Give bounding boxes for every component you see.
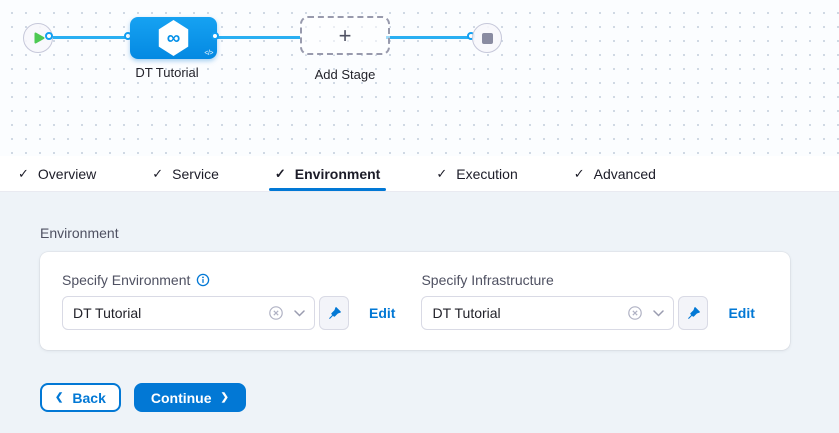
connector-line xyxy=(51,36,130,39)
check-icon: ✓ xyxy=(573,165,585,181)
infinity-glyph: ∞ xyxy=(166,27,181,49)
check-icon: ✓ xyxy=(274,165,286,181)
environment-card: Specify Environment DT Tutorial xyxy=(40,252,790,350)
tab-overview[interactable]: ✓ Overview xyxy=(12,156,102,191)
stop-icon xyxy=(481,32,493,44)
environment-tab-panel: Environment Specify Environment DT Tutor… xyxy=(0,192,839,433)
tab-label: Environment xyxy=(294,165,381,182)
add-stage-label: Add Stage xyxy=(314,67,376,82)
chevron-right-icon: ❯ xyxy=(220,391,229,403)
field-group-infrastructure: Specify Infrastructure DT Tutorial xyxy=(421,272,755,330)
stage-node-dt-tutorial[interactable]: ∞ </> xyxy=(130,17,217,59)
pin-icon xyxy=(328,306,341,319)
infrastructure-select[interactable]: DT Tutorial xyxy=(421,296,675,330)
pipeline-canvas[interactable]: ∞ </> DT Tutorial + Add Stage xyxy=(0,0,839,156)
connector-line xyxy=(386,36,473,39)
connector-port xyxy=(44,31,53,40)
add-stage-button[interactable]: + xyxy=(300,16,390,55)
wizard-footer: ❮ Back Continue ❯ xyxy=(40,383,799,412)
edit-environment-link[interactable]: Edit xyxy=(369,305,396,321)
tab-label: Overview xyxy=(37,165,97,182)
clear-icon[interactable] xyxy=(627,305,643,321)
tab-execution[interactable]: ✓ Execution xyxy=(430,156,523,191)
chevron-down-icon[interactable] xyxy=(653,309,665,317)
tab-label: Execution xyxy=(456,165,518,182)
continue-button-label: Continue xyxy=(150,389,212,406)
field-label: Specify Environment xyxy=(62,272,191,288)
pin-toggle-button[interactable] xyxy=(678,296,709,330)
check-icon: ✓ xyxy=(18,165,29,181)
pin-icon xyxy=(688,306,700,319)
tab-label: Advanced xyxy=(593,165,656,182)
cd-hexagon-icon: ∞ xyxy=(158,20,189,56)
environment-select-value: DT Tutorial xyxy=(73,305,142,321)
environment-select[interactable]: DT Tutorial xyxy=(62,296,315,330)
tab-service[interactable]: ✓ Service xyxy=(146,156,225,191)
pin-toggle-button[interactable] xyxy=(319,296,349,330)
back-button-label: Back xyxy=(72,389,106,406)
stage-tabbar: ✓ Overview ✓ Service ✓ Environment ✓ Exe… xyxy=(0,156,839,192)
connector-line xyxy=(217,36,300,39)
field-label: Specify Infrastructure xyxy=(421,272,554,288)
connector-port xyxy=(210,31,219,40)
pipeline-end-node xyxy=(472,23,502,53)
continue-button[interactable]: Continue ❯ xyxy=(133,383,246,412)
edit-infrastructure-link[interactable]: Edit xyxy=(728,305,755,321)
chevron-left-icon: ❮ xyxy=(55,391,64,403)
info-icon[interactable] xyxy=(196,273,210,287)
tab-environment[interactable]: ✓ Environment xyxy=(268,156,387,191)
section-title: Environment xyxy=(40,225,119,241)
chevron-down-icon[interactable] xyxy=(294,309,305,317)
clear-icon[interactable] xyxy=(268,305,284,321)
tab-label: Service xyxy=(172,165,219,182)
play-icon xyxy=(34,32,44,44)
tab-advanced[interactable]: ✓ Advanced xyxy=(568,156,662,191)
check-icon: ✓ xyxy=(436,165,448,181)
infrastructure-select-value: DT Tutorial xyxy=(432,305,501,321)
check-icon: ✓ xyxy=(152,165,164,181)
plus-icon: + xyxy=(338,22,352,48)
code-icon: </> xyxy=(204,50,213,57)
field-group-environment: Specify Environment DT Tutorial xyxy=(62,272,395,330)
back-button[interactable]: ❮ Back xyxy=(40,383,121,412)
stage-node-label: DT Tutorial xyxy=(135,65,199,80)
